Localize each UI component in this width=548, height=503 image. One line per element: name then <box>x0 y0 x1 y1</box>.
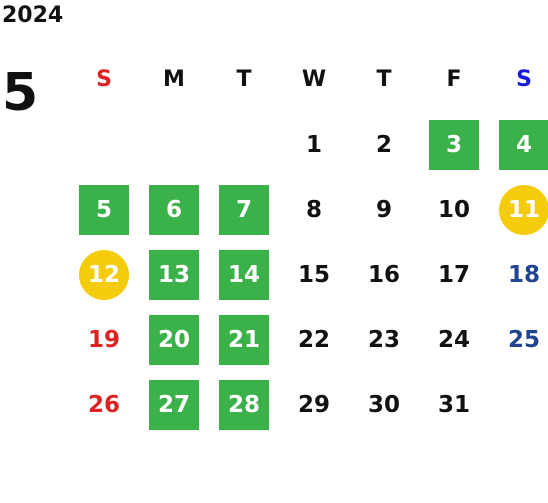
day-cell[interactable]: 11 <box>489 177 548 242</box>
day-cell[interactable]: 22 <box>279 307 349 372</box>
day-cell[interactable]: 5 <box>69 177 139 242</box>
day-number: 9 <box>375 196 392 223</box>
day-cell[interactable]: 2 <box>349 112 419 177</box>
day-cell[interactable]: 23 <box>349 307 419 372</box>
day-number: 24 <box>437 326 470 353</box>
day-cell[interactable]: 31 <box>419 372 489 437</box>
day-cell[interactable]: 12 <box>69 242 139 307</box>
day-number: 16 <box>367 261 400 288</box>
day-number: 26 <box>87 391 120 418</box>
day-cell <box>69 112 139 177</box>
day-number: 20 <box>149 314 199 365</box>
day-cell[interactable]: 30 <box>349 372 419 437</box>
day-number: 22 <box>297 326 330 353</box>
day-number: 6 <box>149 184 199 235</box>
day-number: 18 <box>507 261 540 288</box>
day-cell[interactable]: 8 <box>279 177 349 242</box>
day-cell[interactable]: 25 <box>489 307 548 372</box>
day-cell[interactable]: 1 <box>279 112 349 177</box>
day-number: 7 <box>219 184 269 235</box>
day-cell[interactable]: 26 <box>69 372 139 437</box>
weekday-sunday: S <box>96 67 112 92</box>
day-number: 13 <box>149 249 199 300</box>
day-number: 29 <box>297 391 330 418</box>
day-cell <box>489 372 548 437</box>
day-number: 5 <box>79 184 129 235</box>
weekday-tuesday: T <box>236 67 252 92</box>
weekday-saturday: S <box>516 67 532 92</box>
weekday-wednesday: W <box>301 67 327 92</box>
weekday-friday: F <box>446 67 462 92</box>
day-number: 11 <box>499 184 548 235</box>
day-cell[interactable]: 10 <box>419 177 489 242</box>
year-label: 2024 <box>2 3 64 28</box>
day-number: 3 <box>429 119 479 170</box>
day-number: 1 <box>305 131 322 158</box>
day-number: 25 <box>507 326 540 353</box>
day-number: 10 <box>437 196 470 223</box>
day-cell[interactable]: 24 <box>419 307 489 372</box>
weekday-thursday: T <box>376 67 392 92</box>
day-cell[interactable]: 14 <box>209 242 279 307</box>
day-number: 19 <box>87 326 120 353</box>
day-number: 23 <box>367 326 400 353</box>
day-number: 31 <box>437 391 470 418</box>
day-cell[interactable]: 9 <box>349 177 419 242</box>
day-number: 30 <box>367 391 400 418</box>
day-cell[interactable]: 18 <box>489 242 548 307</box>
day-number: 8 <box>305 196 322 223</box>
day-number: 17 <box>437 261 470 288</box>
day-cell[interactable]: 6 <box>139 177 209 242</box>
day-number: 28 <box>219 379 269 430</box>
day-number: 2 <box>375 131 392 158</box>
day-cell[interactable]: 15 <box>279 242 349 307</box>
day-cell[interactable]: 28 <box>209 372 279 437</box>
weekday-monday: M <box>163 67 185 92</box>
day-number: 27 <box>149 379 199 430</box>
day-cell <box>209 112 279 177</box>
day-number: 12 <box>79 249 129 300</box>
day-cell[interactable]: 16 <box>349 242 419 307</box>
day-cell[interactable]: 4 <box>489 112 548 177</box>
day-cell[interactable]: 21 <box>209 307 279 372</box>
day-cell[interactable]: 17 <box>419 242 489 307</box>
day-cell[interactable]: 19 <box>69 307 139 372</box>
month-number: 5 <box>2 63 39 123</box>
day-cell[interactable]: 3 <box>419 112 489 177</box>
day-number: 14 <box>219 249 269 300</box>
day-cell[interactable]: 7 <box>209 177 279 242</box>
day-cell[interactable]: 29 <box>279 372 349 437</box>
day-number: 21 <box>219 314 269 365</box>
day-cell[interactable]: 13 <box>139 242 209 307</box>
day-number: 15 <box>297 261 330 288</box>
day-cell[interactable]: 27 <box>139 372 209 437</box>
day-cell[interactable]: 20 <box>139 307 209 372</box>
day-cell <box>139 112 209 177</box>
day-number: 4 <box>499 119 548 170</box>
